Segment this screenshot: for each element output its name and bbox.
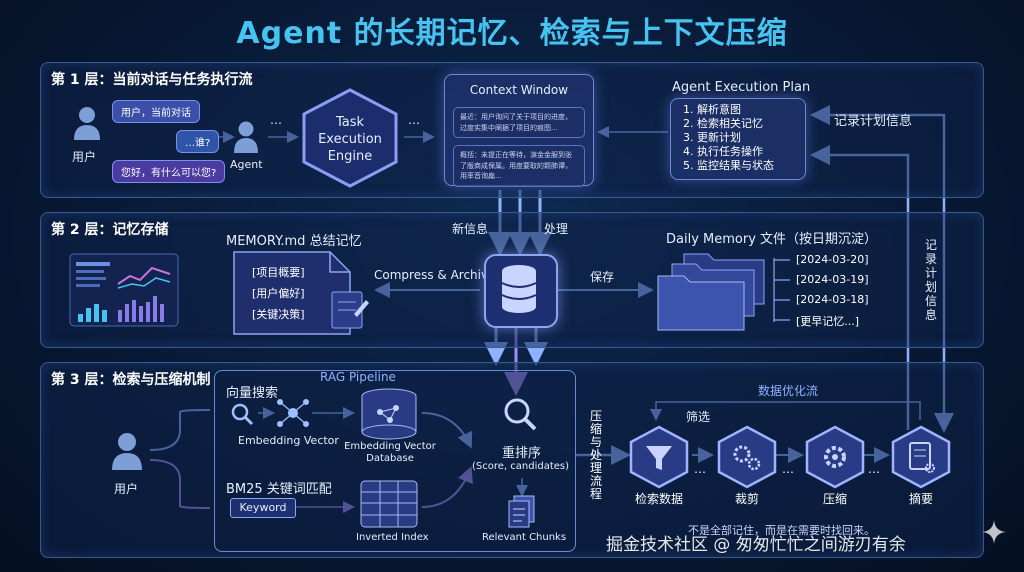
search-icon (231, 403, 254, 426)
context-window-title: Context Window (469, 83, 569, 97)
date-4: [更早记忆...] (796, 315, 860, 328)
folder-stack-icon (657, 253, 765, 331)
step-compress: 压缩 (822, 492, 847, 506)
chat-bubble-user: 用户，当前对话 (112, 100, 200, 123)
trim-gear-hex (717, 425, 777, 489)
date-1: [2024-03-20] (796, 253, 869, 266)
cf-6: 流 (590, 474, 603, 488)
memory-item-1: [项目概要] (252, 266, 305, 279)
rerank-search-icon (504, 398, 537, 431)
step-trim: 裁剪 (734, 492, 759, 506)
plan-item-3: 3. 更新计划 (683, 131, 741, 144)
keyword-box: Keyword (230, 498, 296, 518)
summary-doc-hex (891, 425, 951, 489)
rag-pipeline-box (214, 370, 576, 552)
cf-3: 与 (590, 435, 603, 449)
user-avatar-icon (74, 107, 100, 140)
network-icon (277, 399, 309, 427)
filter-label: 筛选 (686, 410, 711, 424)
record-plan-label: 记录计划信息 (834, 114, 913, 129)
step-retrieve: 检索数据 (634, 492, 683, 506)
task-engine-hex (302, 88, 398, 188)
ellipsis-1: … (270, 113, 282, 127)
bm25-label: BM25 关键词匹配 (226, 482, 332, 497)
record-plan-vertical: 记录计划信息 (925, 238, 938, 322)
cf-1: 压 (590, 409, 603, 423)
user-label: 用户 (72, 150, 97, 164)
plan-item-2: 2. 检索相关记忆 (683, 117, 763, 130)
save-label: 保存 (590, 270, 615, 284)
memory-md-title: MEMORY.md 总结记忆 (226, 234, 362, 249)
context-note-recent: 最近：用户询问了关于项目的进度，过度实集中阐据了项目的痕图… (453, 107, 585, 138)
date-2: [2024-03-19] (796, 273, 869, 286)
rerank-sub-label: (Score, candidates) (472, 461, 570, 472)
plan-item-4: 4. 执行任务操作 (683, 145, 763, 158)
user-avatar-layer3-icon (112, 433, 142, 470)
relevant-chunks-label: Relevant Chunks (482, 532, 567, 543)
agent-label: Agent (230, 158, 263, 171)
page-title: Agent 的长期记忆、检索与上下文压缩 (236, 16, 788, 51)
layer-2-title: 第 2 层：记忆存储 (51, 222, 169, 238)
database-icon (501, 265, 537, 313)
vector-search-label: 向量搜索 (226, 386, 279, 401)
layer-3-title: 第 3 层：检索与压缩机制 (51, 372, 211, 388)
rerank-label: 重排序 (502, 446, 542, 461)
chunks-doc-icon (508, 495, 535, 528)
date-tree-lines (773, 258, 790, 322)
compress-gear-hex (805, 425, 865, 489)
cf-5: 理 (590, 461, 603, 475)
ellipsis-3: … (694, 462, 706, 476)
cf-7: 程 (590, 487, 603, 501)
plan-item-5: 5. 监控结果与状态 (683, 159, 774, 172)
ellipsis-2: … (408, 113, 420, 127)
chat-bubble-agent-question: …谁? (176, 130, 220, 153)
footer-quote: 不是全部记住，而是在需要时找回来。 (688, 524, 875, 537)
memory-item-2: [用户偏好] (252, 287, 305, 300)
step-summary: 摘要 (908, 492, 933, 506)
watermark: 掘金技术社区 @ 匆匆忙忙之间游刃有余 (606, 535, 906, 555)
date-3: [2024-03-18] (796, 293, 869, 306)
layer-1-title: 第 1 层：当前对话与任务执行流 (51, 72, 253, 88)
engine-line-1: Task (335, 115, 365, 130)
engine-line-2: Execution (318, 132, 382, 147)
opt-flow-label: 数据优化流 (758, 384, 819, 398)
engine-line-3: Engine (327, 149, 373, 164)
cf-2: 缩 (590, 422, 603, 436)
dashboard-icon (69, 253, 179, 327)
sparkle-icon (982, 520, 1006, 544)
ellipsis-4: … (782, 462, 794, 476)
chat-bubble-reply: 您好，有什么可以您? (112, 160, 226, 183)
compress-flow-vertical: 压 缩 与 处 理 流 程 (590, 410, 604, 501)
task-engine-label: Task Execution Engine (300, 114, 400, 165)
inverted-index-label: Inverted Index (356, 532, 429, 543)
context-window-panel: Context Window 最近：用户询问了关于项目的进度，过度实集中阐据了项… (444, 74, 594, 187)
plan-title: Agent Execution Plan (672, 80, 811, 95)
document-icon (233, 251, 369, 335)
embedding-db-line-1: Embedding Vector (344, 441, 436, 452)
process-label: 处理 (544, 222, 569, 236)
embedding-vector-label: Embedding Vector (238, 434, 339, 447)
vector-db-icon (361, 388, 417, 440)
context-note-summary: 概括：未提正在等待，演金金服到张了版商成保属。用度要取的颗肺谭，用率音询扁… (453, 145, 585, 187)
daily-memory-title: Daily Memory 文件（按日期沉淀） (666, 232, 878, 247)
compress-label: Compress & Archive (374, 268, 496, 282)
agent-avatar-icon (234, 121, 258, 153)
execution-plan-panel: 1. 解析意图 2. 检索相关记忆 3. 更新计划 4. 执行任务操作 5. 监… (670, 98, 806, 180)
user-label-layer3: 用户 (114, 482, 139, 496)
ellipsis-5: … (868, 462, 880, 476)
embedding-db-label: Embedding Vector Database (340, 441, 440, 465)
rag-pipeline-title: RAG Pipeline (320, 370, 396, 384)
plan-item-1: 1. 解析意图 (683, 103, 741, 116)
memory-item-3: [关键决策] (252, 308, 305, 321)
cf-4: 处 (590, 448, 603, 462)
inverted-index-icon (360, 480, 418, 528)
new-info-label: 新信息 (452, 222, 489, 236)
embedding-db-line-2: Database (366, 453, 414, 464)
filter-funnel-hex (629, 425, 689, 489)
